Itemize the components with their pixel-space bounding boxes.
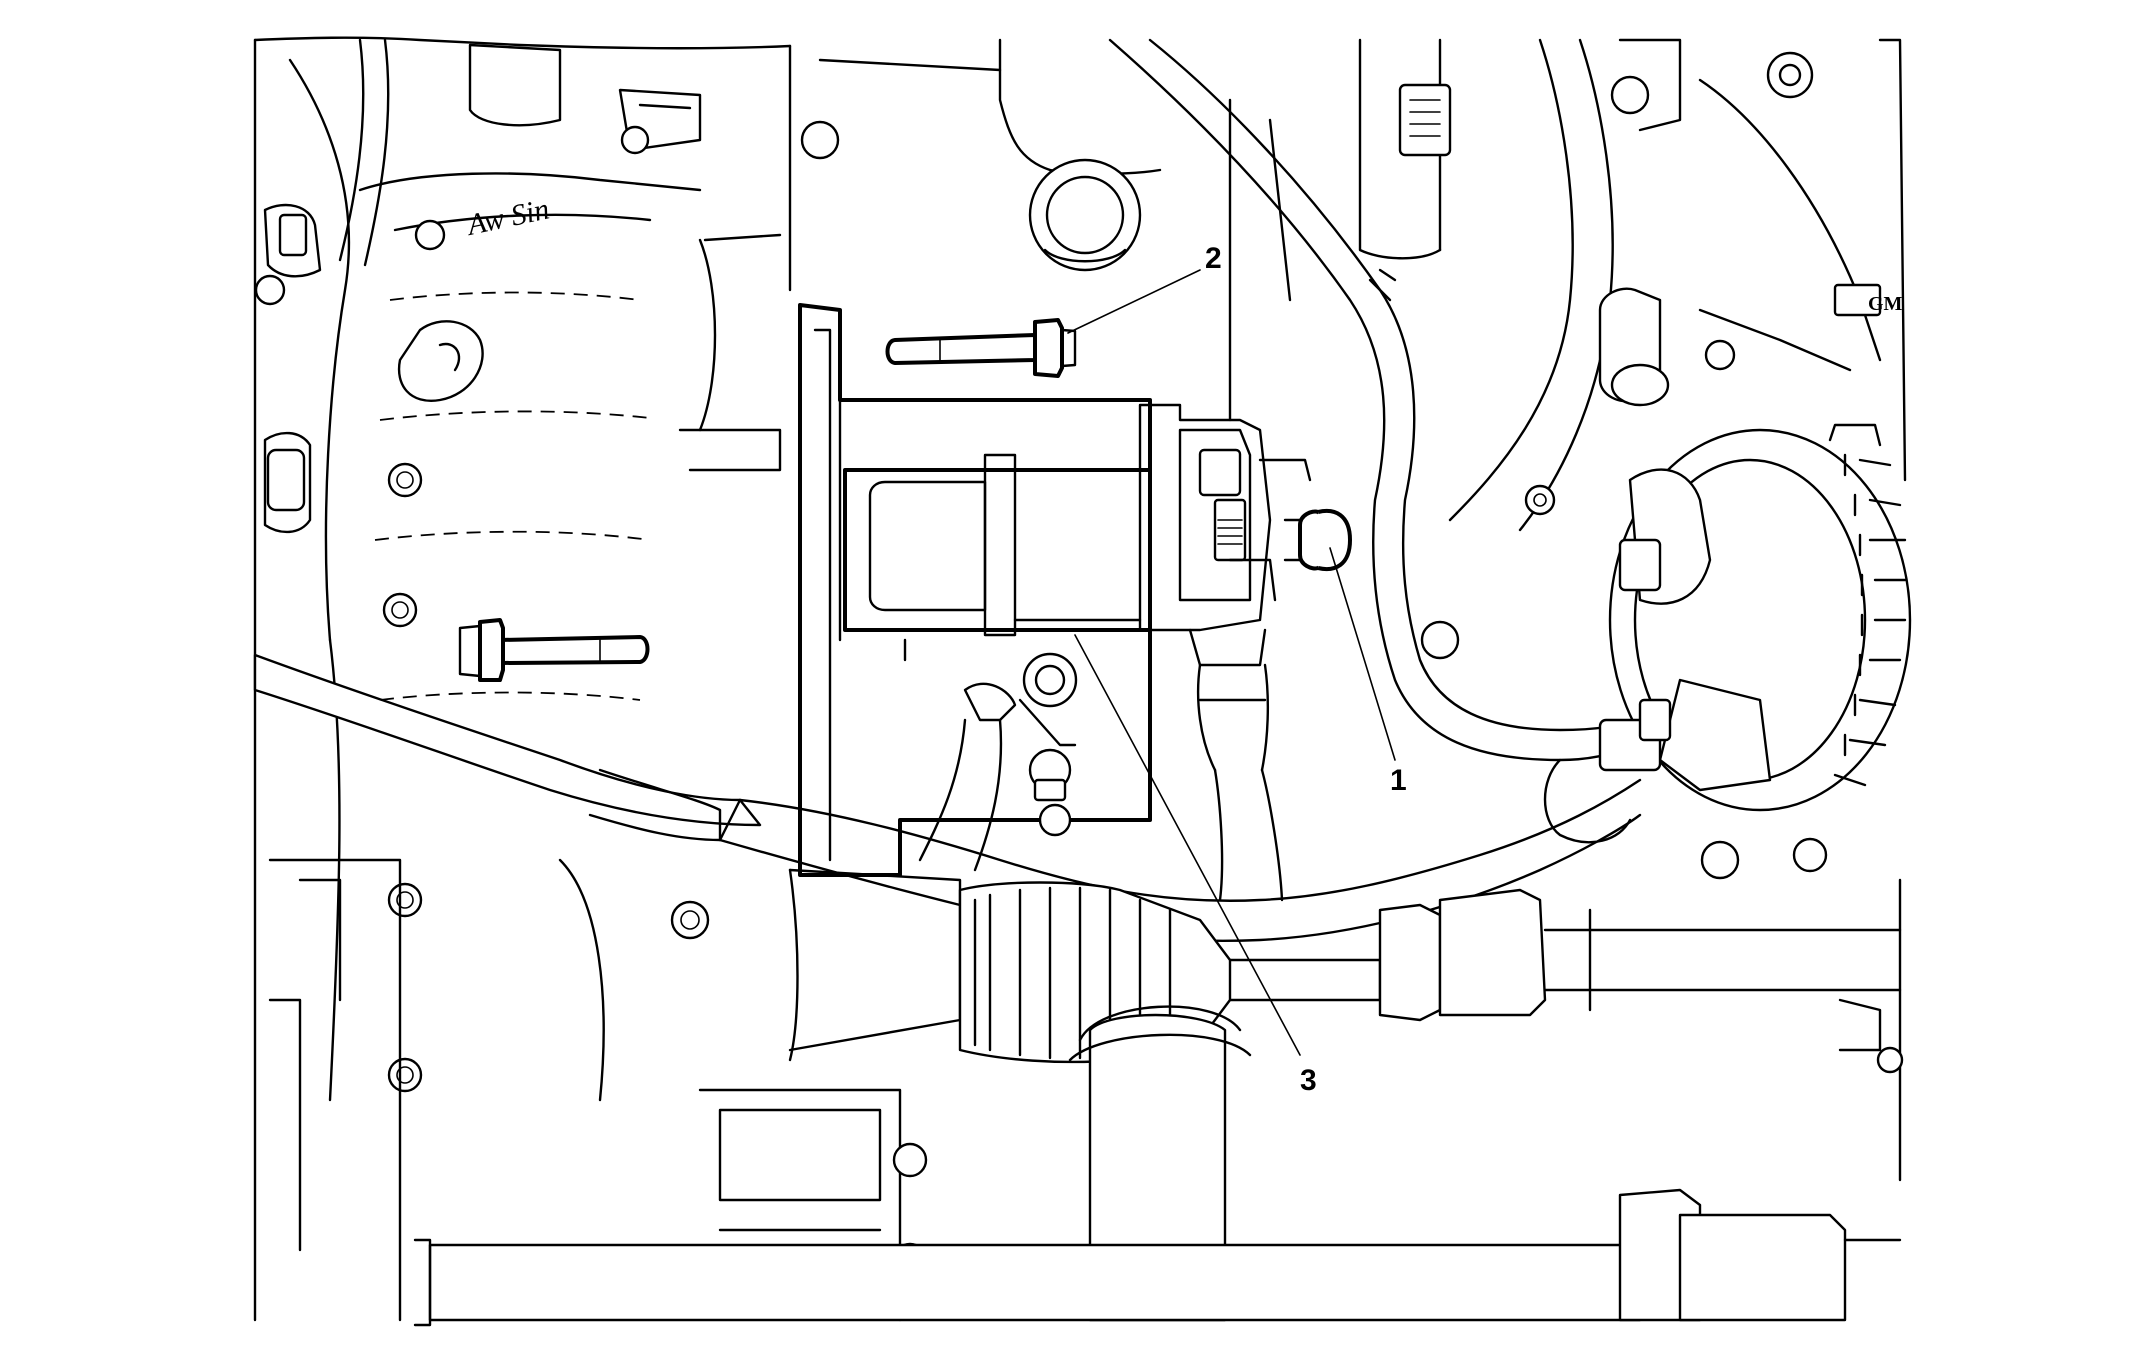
callout-3: 3 (1300, 1064, 1317, 1097)
lower-bolt (458, 618, 650, 682)
callout-1: 1 (1390, 764, 1407, 797)
logo-mark: GM (1868, 293, 1903, 315)
housing-bolts (254, 125, 710, 1093)
upper-left-harness (263, 38, 562, 278)
nut-fastener (1283, 509, 1352, 571)
bottom-tube (413, 1188, 1902, 1327)
right-engine-block: GM (1358, 38, 1907, 660)
center-case (678, 38, 1292, 472)
upper-bolt (885, 318, 1077, 378)
alternator (1543, 423, 1912, 880)
callout-leaders (1067, 269, 1396, 1056)
actuator-assembly (843, 403, 1312, 667)
housing-embossed-mark: Aw Sin (463, 192, 553, 242)
leader-line-1 (1329, 547, 1396, 761)
leader-line-3 (1074, 634, 1301, 1056)
callout-2: 2 (1205, 242, 1222, 275)
actuator-hose (1196, 663, 1284, 902)
leader-line-2 (1067, 269, 1201, 334)
center-lower-fasteners (903, 638, 1078, 837)
vertical-shaft (1068, 1005, 1252, 1322)
right-routing-cable (1108, 38, 1642, 762)
drive-shaft-assembly (788, 868, 1902, 1064)
transmission-housing: Aw Sin (253, 36, 792, 1322)
right-lower-hardware (1838, 878, 1904, 1182)
main-wiring-harness (253, 653, 1642, 942)
